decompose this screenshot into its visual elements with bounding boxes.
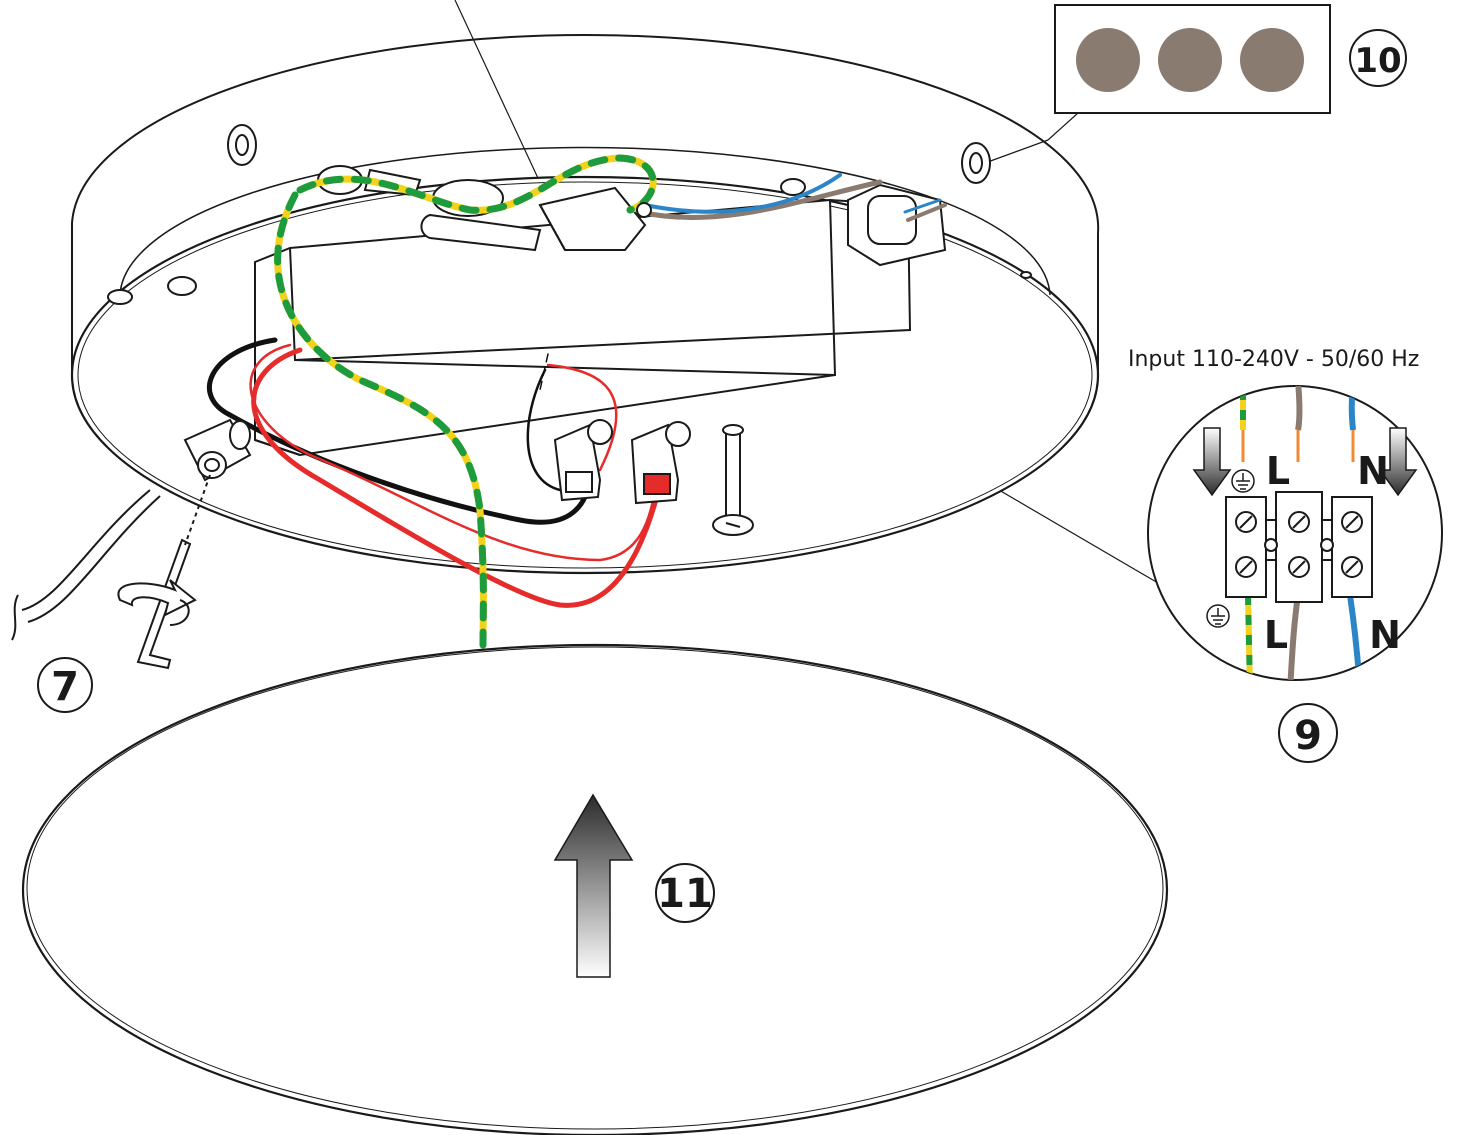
earth-symbol-icon	[1231, 469, 1255, 493]
terminal-detail-zoom: L N L N	[1147, 385, 1443, 681]
step-9-label: 9	[1294, 713, 1322, 759]
terminal-bottom-live-label: L	[1264, 613, 1288, 657]
earth-symbol-icon	[1206, 604, 1230, 628]
down-arrow-icon	[1192, 427, 1232, 497]
step-marker-10: 10	[1349, 29, 1407, 87]
rotation-arrow-icon	[117, 579, 197, 626]
terminal-top-live-label: L	[1266, 449, 1290, 493]
hex-key-icon	[136, 474, 211, 670]
step-7-label: 7	[51, 664, 79, 710]
step-marker-7: 7	[37, 657, 93, 713]
up-arrow-icon	[553, 793, 634, 978]
external-cable	[11, 489, 161, 641]
terminal-bracket	[847, 183, 947, 267]
terminal-block	[1225, 491, 1373, 603]
step-marker-11: 11	[655, 863, 715, 923]
input-voltage-label: Input 110-240V - 50/60 Hz	[1128, 347, 1419, 372]
mounting-holes	[107, 124, 1032, 305]
internal-wires	[207, 337, 661, 608]
terminal-bottom-neutral-label: N	[1369, 613, 1401, 657]
cover-caps-panel	[1054, 4, 1331, 114]
down-arrow-icon	[1378, 427, 1418, 497]
connector-block	[538, 186, 647, 251]
earth-wire	[274, 154, 657, 649]
step-marker-9: 9	[1278, 703, 1338, 763]
cord-grip	[183, 418, 252, 482]
step-11-label: 11	[657, 871, 713, 917]
mains-wires-top	[636, 173, 947, 222]
terminal-top-neutral-label: N	[1357, 449, 1389, 493]
mounting-screw	[712, 424, 754, 536]
wire-connectors	[553, 419, 691, 505]
step-10-label: 10	[1354, 41, 1401, 81]
